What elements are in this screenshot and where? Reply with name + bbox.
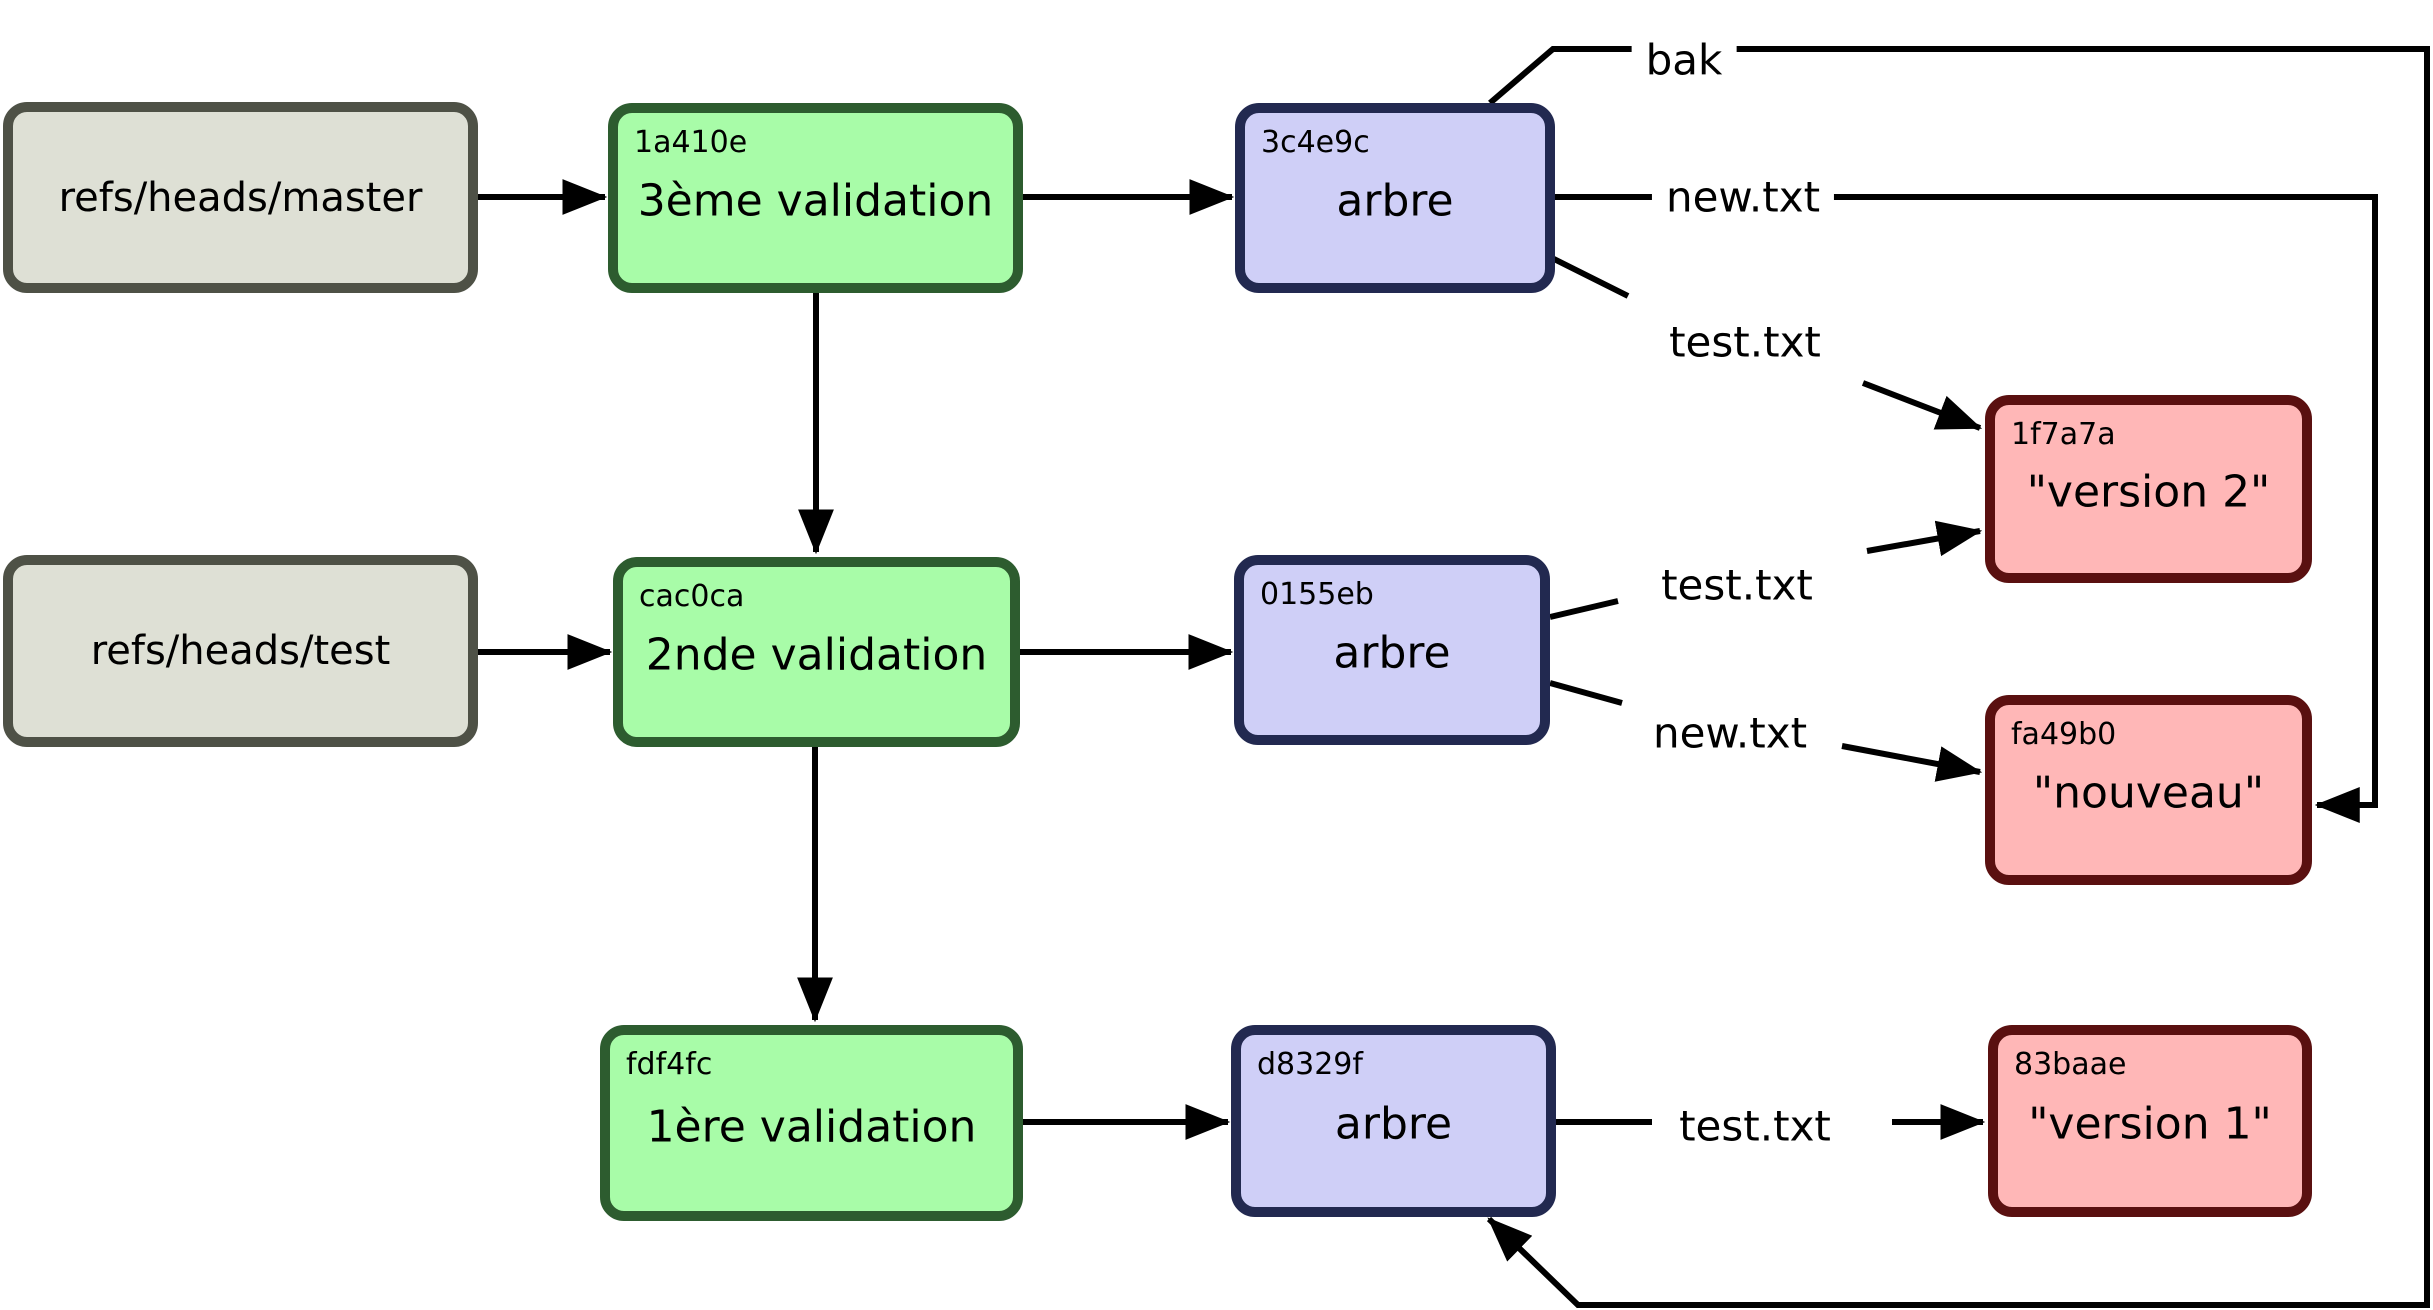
commit-message: 1ère validation (646, 1101, 977, 1153)
edge-tree2-test-arrow (1866, 520, 1983, 557)
tree-node-d8329f: d8329f arbre (1231, 1025, 1556, 1217)
blob-content: "nouveau" (2032, 767, 2265, 819)
ref-node-master: refs/heads/master (3, 102, 478, 293)
blob-hash: 83baae (2014, 1047, 2127, 1082)
edge-label-test-txt-top: test.txt (1655, 313, 1835, 371)
edge-tree2-new-arrow (1841, 743, 1983, 782)
edge-tree3-test-stub (1550, 255, 1630, 299)
edge-label-bak: bak (1631, 31, 1737, 89)
edge-tree3-test-arrow (1861, 380, 1983, 431)
commit-hash: fdf4fc (626, 1047, 713, 1082)
edge-label-test-txt-mid: test.txt (1647, 556, 1827, 614)
commit-node-1a410e: 1a410e 3ème validation (608, 103, 1023, 293)
commit-message: 2nde validation (645, 629, 988, 681)
commit-node-cac0ca: cac0ca 2nde validation (613, 557, 1020, 747)
tree-node-0155eb: 0155eb arbre (1234, 555, 1550, 745)
edge-tree2-new-stub (1549, 680, 1623, 706)
commit-message: 3ème validation (637, 175, 994, 227)
edge-label-test-txt-bottom: test.txt (1665, 1097, 1845, 1155)
commit-hash: cac0ca (639, 579, 745, 614)
blob-content: "version 2" (2026, 466, 2271, 518)
edge-tree3-bak-tree1 (1486, 46, 2430, 1308)
tree-label: arbre (1334, 1098, 1453, 1150)
ref-node-test: refs/heads/test (3, 555, 478, 747)
tree-hash: 0155eb (1260, 577, 1374, 612)
tree-hash: 3c4e9c (1261, 125, 1370, 160)
tree-label: arbre (1336, 175, 1454, 227)
edge-tree3-new-blob (1555, 194, 2378, 823)
ref-label: refs/heads/master (58, 174, 423, 221)
edge-label-new-txt-mid: new.txt (1638, 704, 1822, 762)
blob-node-1f7a7a: 1f7a7a "version 2" (1985, 395, 2312, 583)
blob-content: "version 1" (2028, 1098, 2272, 1150)
ref-label: refs/heads/test (90, 628, 391, 674)
tree-label: arbre (1333, 627, 1451, 679)
blob-node-83baae: 83baae "version 1" (1988, 1025, 2312, 1217)
commit-hash: 1a410e (634, 125, 748, 160)
blob-node-fa49b0: fa49b0 "nouveau" (1985, 695, 2312, 885)
edge-label-new-txt-top: new.txt (1651, 168, 1835, 226)
blob-hash: fa49b0 (2011, 717, 2117, 752)
commit-node-fdf4fc: fdf4fc 1ère validation (600, 1025, 1023, 1221)
edge-tree2-test-stub (1549, 598, 1619, 620)
tree-hash: d8329f (1257, 1047, 1363, 1082)
tree-node-3c4e9c: 3c4e9c arbre (1235, 103, 1555, 293)
blob-hash: 1f7a7a (2011, 417, 2116, 452)
